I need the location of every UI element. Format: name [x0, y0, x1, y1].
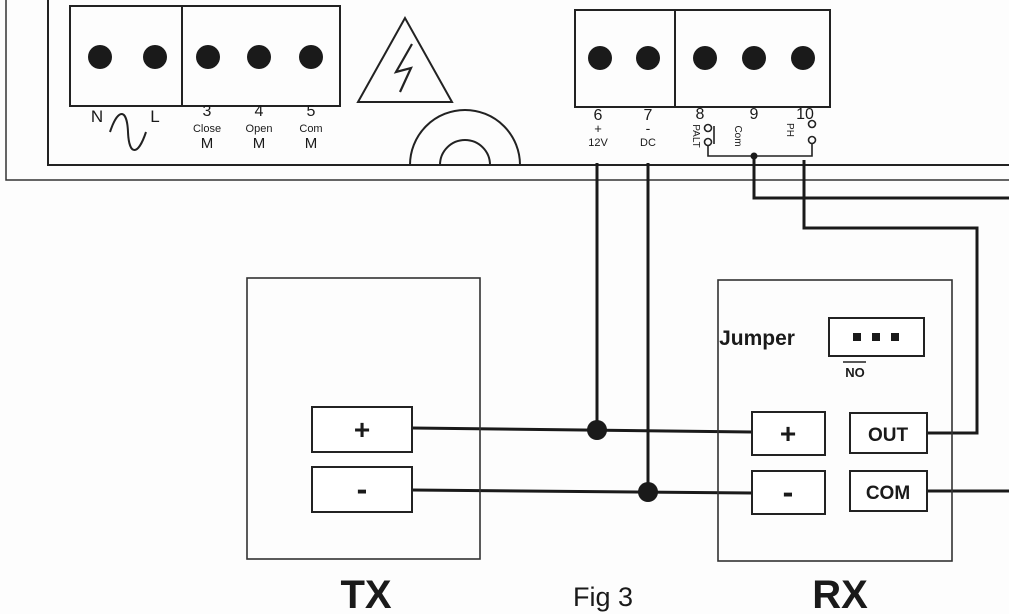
terminal-sign-6: +	[594, 121, 602, 136]
high-voltage-warning-icon	[356, 15, 454, 103]
jumper-pin-3	[891, 333, 899, 341]
rx-enclosure	[717, 279, 953, 562]
figure-caption: Fig 3	[573, 582, 633, 612]
jumper-pin-1	[853, 333, 861, 341]
lightning-bolt-icon	[393, 43, 413, 93]
terminal-label-6: 6	[594, 107, 603, 124]
wires	[411, 156, 1009, 495]
terminal-sub-6: 12V	[588, 137, 608, 149]
terminal-unit-5: M	[305, 135, 318, 152]
rx-out-terminal	[849, 412, 928, 454]
terminal-label-8: 8	[696, 106, 705, 123]
terminal-sub-7: DC	[640, 137, 656, 149]
tx-module: + - TX	[246, 277, 481, 614]
left-terminal-block	[69, 5, 341, 107]
terminal-label-4: 4	[255, 103, 264, 120]
tx-enclosure	[246, 277, 481, 560]
jumper-pin-2	[872, 333, 880, 341]
terminal-sub-10: PH	[784, 123, 795, 137]
terminal-screw-6	[588, 46, 612, 70]
junction-dot-plus	[587, 420, 607, 440]
cable-gland-outer	[409, 109, 521, 166]
tx-minus-label: -	[357, 471, 368, 507]
rx-minus-terminal	[751, 470, 826, 515]
terminal-label-n: N	[91, 107, 103, 126]
terminal-sign-7: -	[646, 120, 651, 136]
terminal-unit-4: M	[253, 135, 266, 152]
wire-terminal-10	[802, 160, 979, 435]
cable-gland-inner	[439, 139, 491, 166]
terminal-label-7: 7	[644, 107, 653, 124]
terminal-label-l: L	[150, 107, 159, 126]
terminal-sub-4: Open	[246, 123, 273, 135]
tx-plus-label: +	[354, 414, 370, 445]
control-unit-outer-border	[5, 0, 1009, 181]
terminal-unit-3: M	[201, 135, 214, 152]
terminal-sub-5: Com	[299, 123, 322, 135]
terminal-screw-3	[196, 45, 220, 69]
control-unit: N L 3 Close M 4 Open M 5 Com M 6 + 12V 7…	[5, 0, 1009, 181]
terminal-screw-8	[693, 46, 717, 70]
rx-com-terminal	[849, 470, 928, 512]
tx-minus-terminal	[311, 466, 413, 513]
rx-plus-label: +	[780, 418, 796, 449]
tx-title: TX	[340, 573, 391, 614]
wire-minus-bus	[411, 488, 753, 495]
terminal-label-9: 9	[750, 106, 759, 123]
wire-plus-bus	[411, 426, 753, 434]
tx-plus-terminal	[311, 406, 413, 453]
rx-out-label: OUT	[868, 425, 909, 446]
terminal-label-5: 5	[307, 103, 316, 120]
junction-dot-minus	[638, 482, 658, 502]
ac-sine-icon	[109, 113, 147, 151]
rx-plus-terminal	[751, 411, 826, 456]
jumper-label: Jumper	[719, 327, 795, 350]
terminal-sub-3: Close	[193, 123, 221, 135]
right-terminal-block	[574, 9, 831, 108]
terminal-sub-8: PALT	[690, 124, 701, 148]
rx-com-label: COM	[866, 483, 910, 504]
rx-title: RX	[812, 573, 868, 614]
terminal-screw-7	[636, 46, 660, 70]
wire-terminal-9	[752, 156, 1009, 200]
terminal-label-10: 10	[796, 106, 814, 123]
terminal-screw-5	[299, 45, 323, 69]
rx-minus-label: -	[783, 474, 794, 510]
terminal-label-3: 3	[203, 103, 212, 120]
terminal-screw-9	[742, 46, 766, 70]
terminal-sub-9: Com	[732, 125, 743, 146]
terminal-screw-n	[88, 45, 112, 69]
terminal-screw-4	[247, 45, 271, 69]
rx-module: Jumper NO + - OUT COM RX	[717, 279, 953, 614]
contact-symbols-icon	[703, 119, 817, 157]
terminal-screw-10	[791, 46, 815, 70]
jumper-setting-label: NO	[845, 365, 865, 380]
terminal-screw-l	[143, 45, 167, 69]
control-unit-inner-border	[47, 0, 1009, 166]
